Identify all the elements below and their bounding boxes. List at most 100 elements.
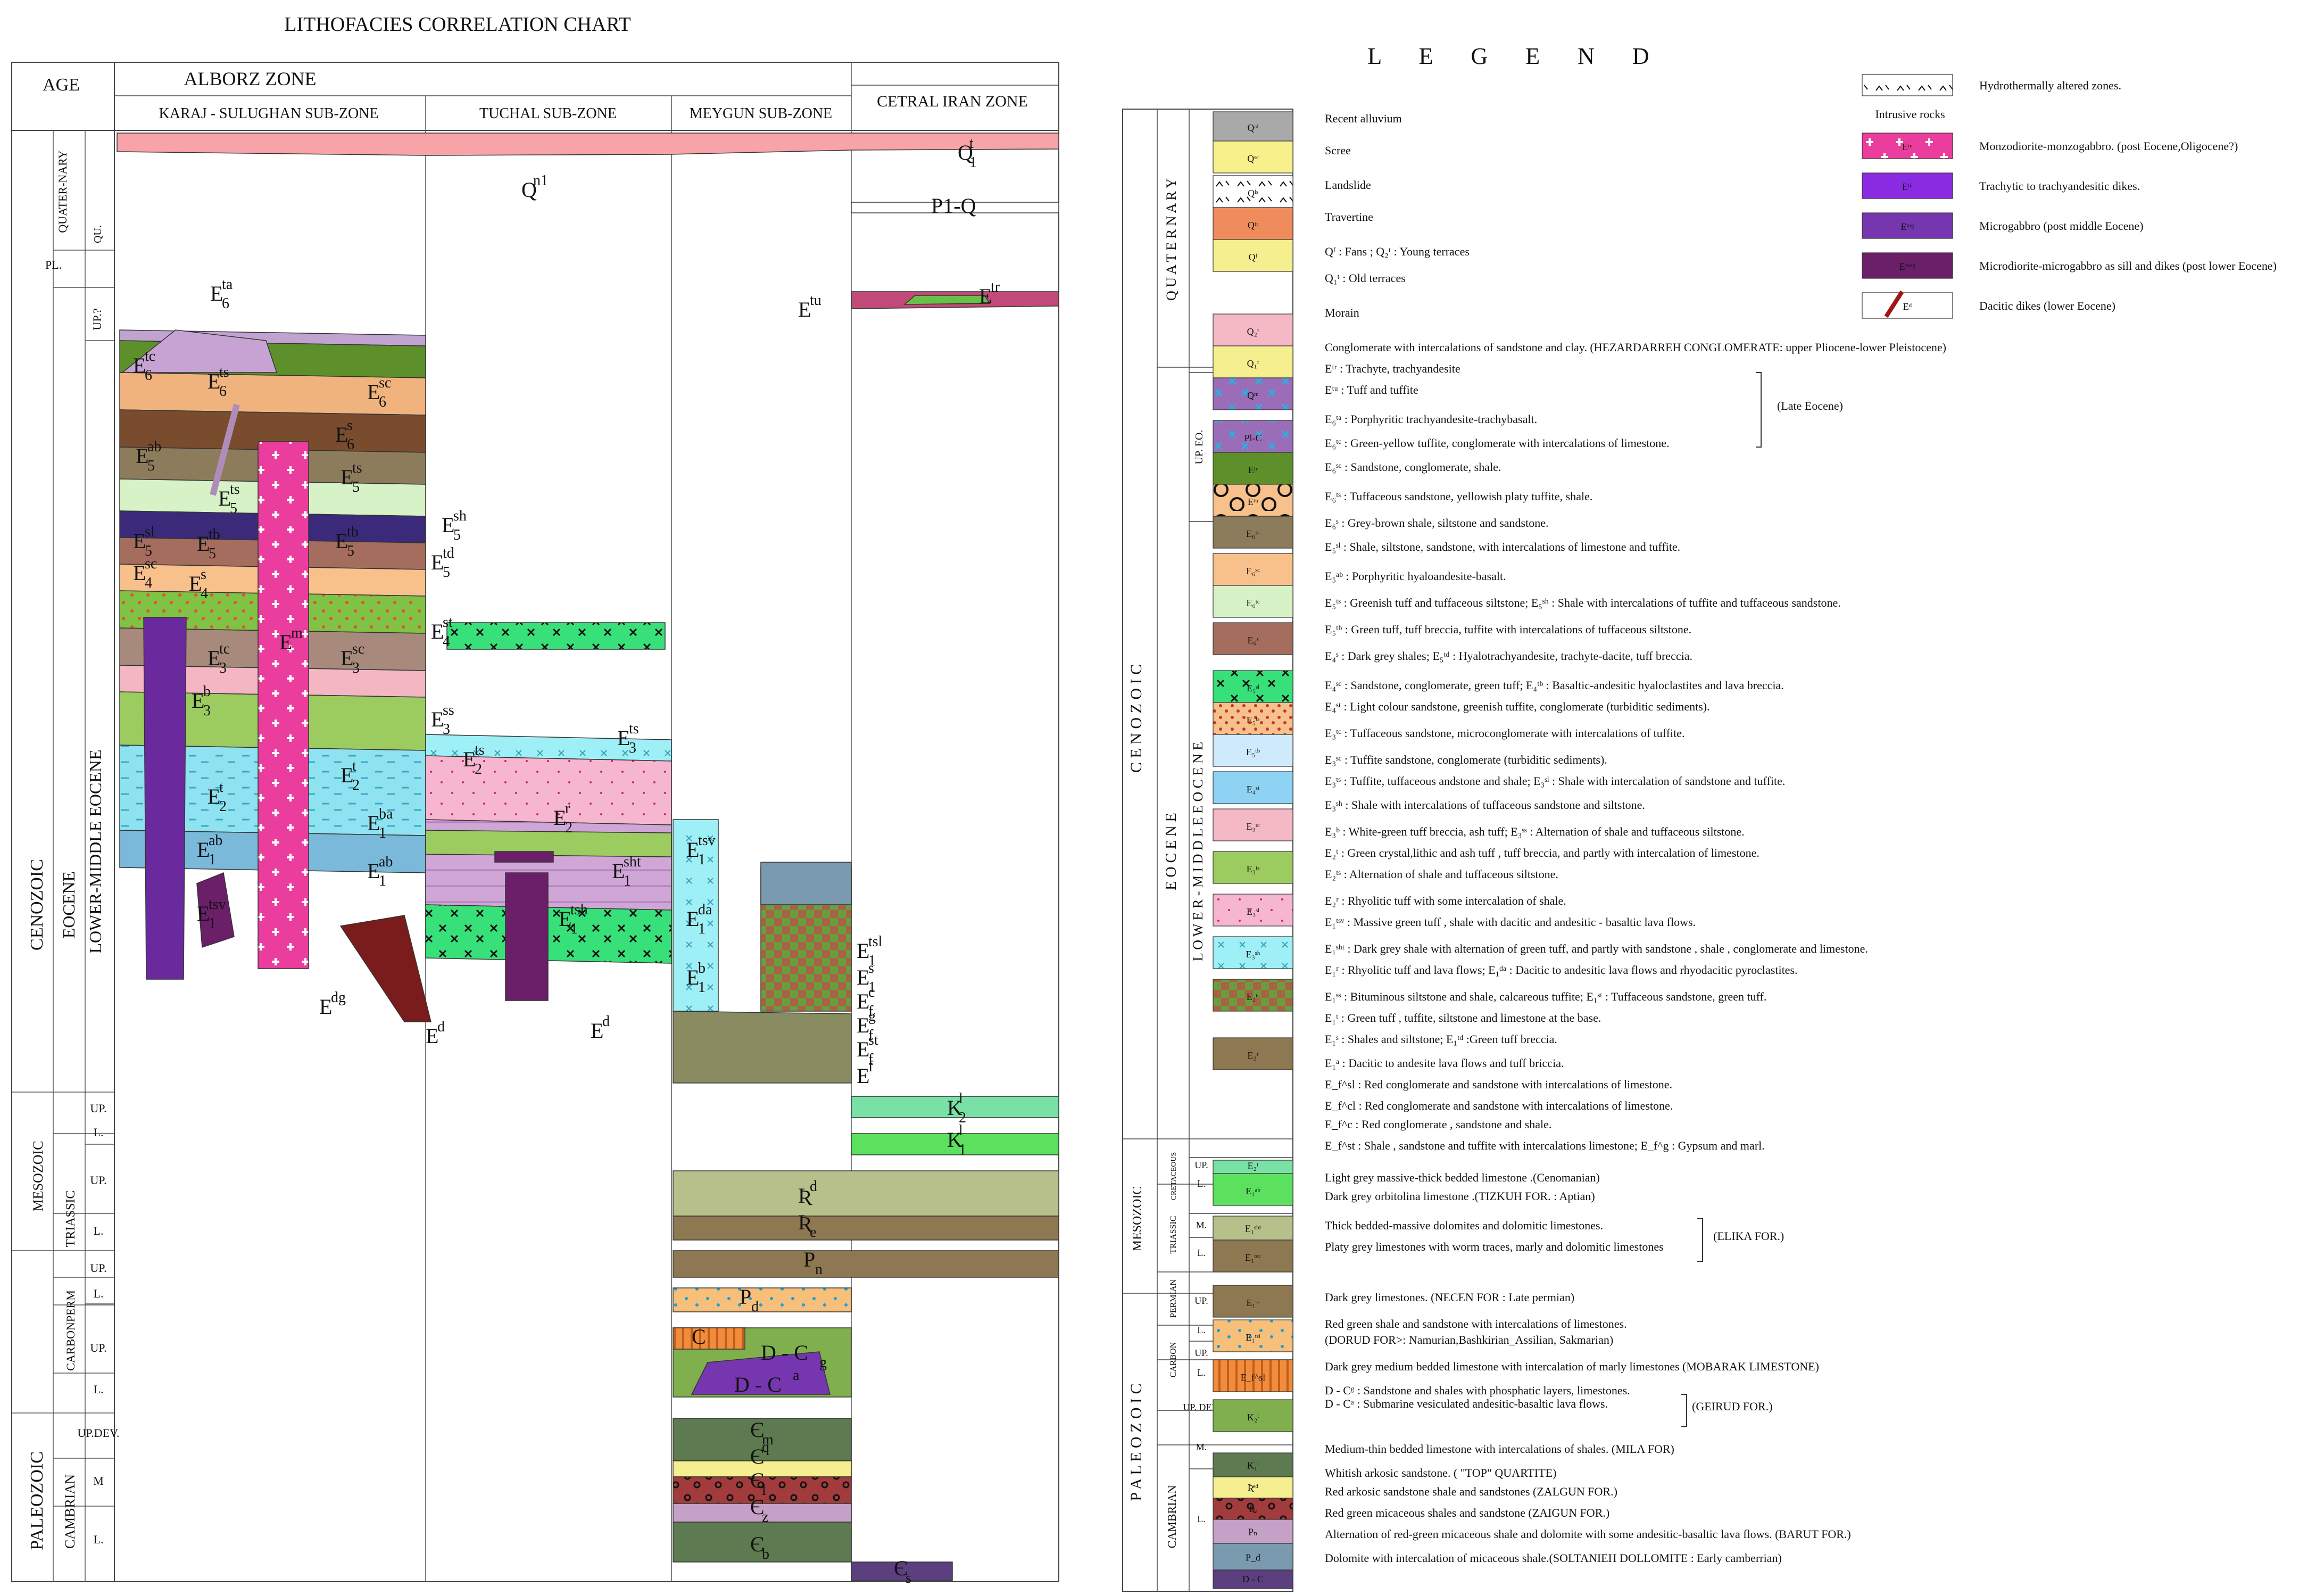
unit-superscript: dg: [331, 989, 346, 1006]
epoch-label: L.: [94, 1383, 104, 1396]
e6ta-cap: [121, 329, 278, 373]
intrusive-swatch: [1862, 172, 1953, 199]
legend-swatch: [1213, 622, 1293, 655]
permian-pd: [673, 1287, 852, 1312]
unit-superscript: ab: [379, 854, 393, 870]
legend-swatch-label: E₃ᵗˢ: [1247, 864, 1260, 874]
epoch-quaternary: QUATER-NARY: [56, 150, 69, 233]
unit-subscript: 1: [969, 154, 977, 171]
legend-entry: E₅ᵗˢ : Greenish tuff and tuffaceous silt…: [1325, 596, 1841, 609]
chart-title: LITHOFACIES CORRELATION CHART: [284, 13, 630, 36]
unit-superscript: ab: [209, 832, 222, 849]
legend-swatch: [1213, 894, 1293, 927]
legend-swatch: [1213, 516, 1293, 549]
era-mesozoic: MESOZOIC: [30, 1141, 46, 1212]
unit-symbol: E: [136, 444, 148, 468]
legend-hydrothermal-text: Hydrothermally altered zones.: [1979, 79, 2121, 92]
unit-symbol: E: [857, 1037, 869, 1061]
unit-subscript: 3: [629, 740, 636, 756]
legend-swatch-label: E₆ˢ: [1247, 635, 1258, 646]
unit-symbol: P: [803, 1247, 815, 1271]
legend-epoch-label: UP. DEV.: [1183, 1402, 1219, 1412]
unit-symbol: E: [279, 630, 292, 654]
unit-subscript: 1: [698, 921, 706, 937]
unit-superscript: tsl: [868, 933, 883, 950]
unit-superscript: sht: [624, 854, 641, 870]
legend-swatch-label: E₂ᵗ: [1248, 1160, 1259, 1171]
legend-swatch-label: E₄ˢᵗ: [1247, 784, 1260, 795]
unit-symbol: E: [591, 1019, 603, 1043]
legend-swatch-label: Pl-C: [1244, 433, 1261, 443]
legend-entry: Alternation of red-green micaceous shale…: [1325, 1527, 1851, 1541]
legend-epoch-label: UP.: [1194, 1348, 1208, 1358]
unit-superscript: tsv: [698, 832, 716, 849]
stratum-ef-meygun: [673, 1011, 852, 1084]
unit-subscript: 5: [443, 564, 450, 581]
legend-era-paleozoic: P A L E O Z O I C: [1127, 1383, 1145, 1501]
unit-symbol: E: [189, 572, 202, 596]
legend-entry: E₆ˢ : Grey-brown shale, siltstone and sa…: [1325, 516, 1548, 530]
unit-label: Єm: [750, 1418, 774, 1448]
legend-swatch: [1213, 345, 1293, 378]
legend-entry: Red green shale and sandstone with inter…: [1325, 1317, 1627, 1330]
unit-superscript: ts: [475, 742, 485, 758]
intrusion-microdiorite: [505, 872, 549, 1001]
unit-superscript: s: [347, 417, 353, 434]
legend-entry: E₁ʳ : Rhyolitic tuff and lava flows; E₁ᵈ…: [1325, 963, 1798, 977]
legend-swatch-label: Eᵗᵘ: [1248, 497, 1258, 507]
chart-frame: [11, 62, 1059, 1582]
unit-symbol: E: [686, 965, 699, 989]
legend-period-eocene: E O C E N E: [1163, 813, 1180, 890]
epoch-label: UP.: [90, 1261, 106, 1275]
epoch-label: L.: [94, 1533, 104, 1546]
unit-subscript: 2: [475, 761, 482, 778]
legend-entry: D - Cᵃ : Submarine vesiculated andesitic…: [1325, 1397, 1608, 1410]
unit-subscript: e: [810, 1224, 816, 1241]
unit-symbol: E: [341, 646, 353, 670]
unit-subscript: 3: [352, 660, 360, 676]
unit-superscript: l: [959, 1090, 963, 1107]
legend-swatch-label: E₆ᵗᶜ: [1246, 598, 1260, 608]
hydrothermal-swatch: [1862, 74, 1953, 96]
legend-swatch: [1213, 1569, 1293, 1589]
unit-subscript: b: [762, 1546, 769, 1563]
legend-swatch-label: E₁ˢʰᵗ: [1245, 1223, 1261, 1234]
unit-symbol: E: [335, 423, 348, 447]
unit-symbol: E: [208, 369, 220, 393]
unit-symbol: E: [857, 1013, 869, 1037]
legend-intrusive-entry: Trachytic to trachyandesitic dikes.: [1979, 179, 2140, 193]
trachytic-dike: [210, 403, 240, 496]
legend-group-late-eocene: (Late Eocene): [1777, 399, 1843, 412]
legend-swatch-label: E₂ʳ: [1247, 1050, 1258, 1061]
legend-entry: Platy grey limestones with worm traces, …: [1325, 1240, 1664, 1253]
dacitic-dike: [339, 915, 431, 1022]
unit-label: Es6: [335, 417, 354, 453]
legend-swatch-label: K₁ˡ: [1247, 1460, 1259, 1470]
legend-era-cenozoic: C E N O Z O I C: [1127, 664, 1145, 773]
legend-intrusive-heading: Intrusive rocks: [1875, 108, 1945, 121]
intrusive-swatch-label: Eᵗᵈ: [1902, 181, 1913, 192]
unit-label: Єb: [750, 1532, 769, 1563]
legend-swatch: [1213, 1216, 1293, 1241]
unit-symbol: E: [426, 1024, 438, 1048]
unit-superscript: d: [810, 1178, 817, 1195]
legend-entry: E₁ˢ : Shales and siltstone; E₁ᵗᵈ :Green …: [1325, 1032, 1557, 1046]
unit-subscript: 3: [219, 660, 227, 676]
legend-entry: E₆ˢᶜ : Sandstone, conglomerate, shale.: [1325, 460, 1501, 474]
unit-label: Єs: [894, 1556, 911, 1586]
unit-label: Ed: [426, 1019, 445, 1048]
intrusive-swatch-label: Eᵐᵍ: [1900, 221, 1914, 232]
unit-subscript: 6: [219, 383, 227, 400]
legend-entry: Dark grey limestones. (NECEN FOR : Late …: [1325, 1291, 1574, 1304]
legend-entry: E₁ˢˢ : Bituminous siltstone and shale, c…: [1325, 990, 1766, 1003]
